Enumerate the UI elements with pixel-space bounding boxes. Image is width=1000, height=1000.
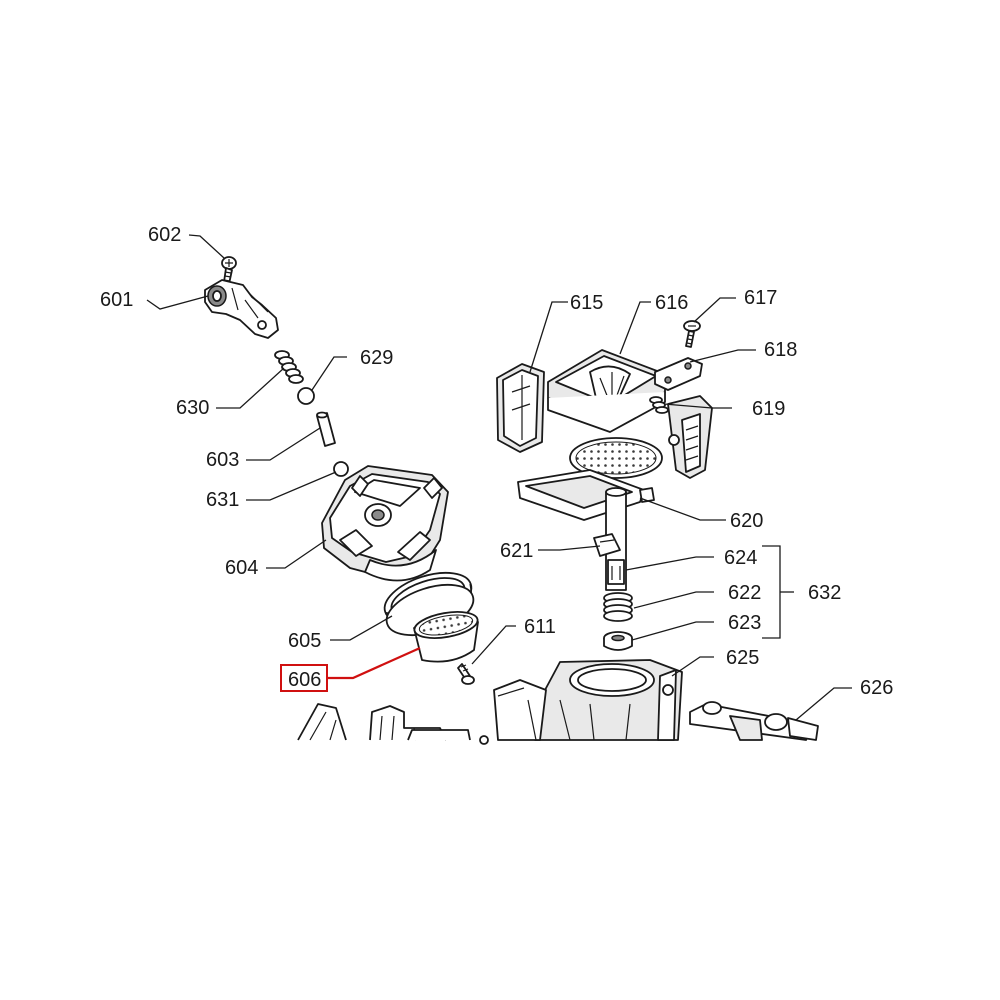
callout-606: 606 xyxy=(288,669,321,691)
part-631-ball xyxy=(333,461,349,477)
callout-624: 624 xyxy=(724,547,757,569)
callout-623: 623 xyxy=(728,612,761,634)
part-615-plate xyxy=(496,363,545,453)
part-630-spring xyxy=(274,350,304,384)
callout-605: 605 xyxy=(288,630,321,652)
part-619-spring xyxy=(649,396,669,414)
callout-621: 621 xyxy=(500,540,533,562)
part-604-head xyxy=(321,465,449,582)
part-603-pin xyxy=(316,411,336,447)
part-625-body xyxy=(479,659,683,745)
callout-616: 616 xyxy=(655,292,688,314)
callout-labels: 602 601 629 630 603 631 604 605 606 611 … xyxy=(100,224,893,699)
part-617-screw xyxy=(683,320,701,348)
chute-side-bracket xyxy=(667,395,713,479)
highlight-606 xyxy=(280,646,421,692)
part-618-latch xyxy=(654,357,703,391)
callout-632: 632 xyxy=(808,582,841,604)
callout-611: 611 xyxy=(524,616,556,638)
callout-622: 622 xyxy=(728,582,761,604)
part-629-ball xyxy=(297,387,315,405)
part-623-cap xyxy=(603,631,633,651)
part-616-chute xyxy=(547,349,666,433)
callout-604: 604 xyxy=(225,557,258,579)
callout-620: 620 xyxy=(730,510,763,532)
highlight-leader xyxy=(327,646,421,680)
part-626-shaft xyxy=(689,701,819,741)
part-621-clip xyxy=(593,533,621,557)
part-611-screw xyxy=(457,663,475,685)
callout-615: 615 xyxy=(570,292,603,314)
callout-617: 617 xyxy=(744,287,777,309)
callout-629: 629 xyxy=(360,347,393,369)
part-624-stem xyxy=(607,559,625,585)
callout-630: 630 xyxy=(176,397,209,419)
part-622-spring xyxy=(603,592,633,622)
callout-618: 618 xyxy=(764,339,797,361)
callout-625: 625 xyxy=(726,647,759,669)
callout-631: 631 xyxy=(206,489,239,511)
callout-601: 601 xyxy=(100,289,133,311)
callout-626: 626 xyxy=(860,677,893,699)
part-601-lever xyxy=(204,279,279,339)
frame-fragment-left xyxy=(297,703,471,741)
part-606-filter xyxy=(413,611,479,663)
callout-602: 602 xyxy=(148,224,181,246)
callout-619: 619 xyxy=(752,398,785,420)
leader-lines xyxy=(146,234,852,721)
callout-603: 603 xyxy=(206,449,239,471)
